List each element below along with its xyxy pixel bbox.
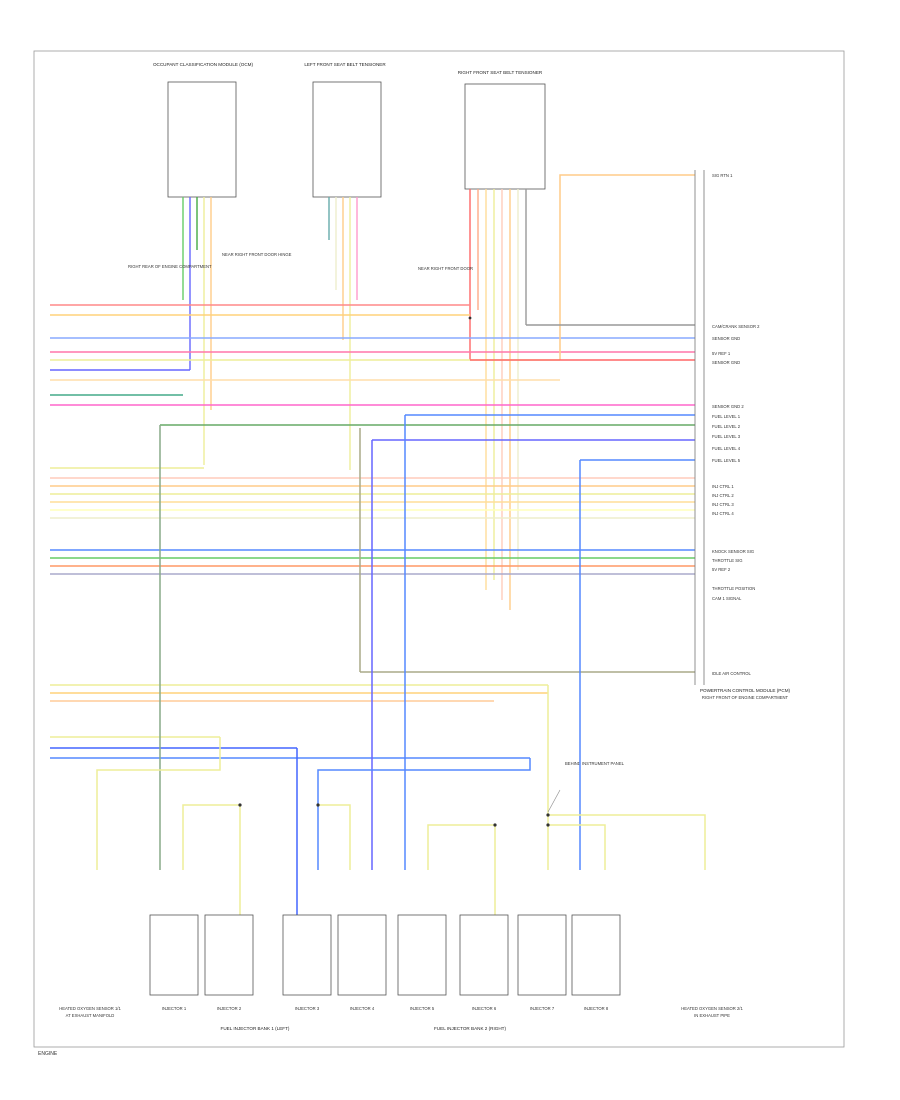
component-sublabel: IN EXHAUST PIPE — [694, 1013, 730, 1018]
pcm-pin-label: CAM 1 SIGNAL — [712, 596, 742, 601]
bank-label-left: FUEL INJECTOR BANK 1 (LEFT) — [221, 1026, 290, 1031]
pcm-pin-label: KNOCK SENSOR SIG — [712, 549, 754, 554]
bottom-drop-wires — [96, 737, 706, 915]
component-label: INJECTOR 2 — [217, 1006, 242, 1011]
pcm-pin-label: CAM/CRANK SENSOR 2 — [712, 324, 760, 329]
pcm-module-label: POWERTRAIN CONTROL MODULE (PCM) — [700, 688, 791, 693]
pcm-pin-label: SENSOR GND — [712, 360, 740, 365]
diagram-frame — [33, 50, 845, 1048]
top-connector-left-label: OCCUPANT CLASSIFICATION MODULE (OCM) — [153, 62, 254, 67]
component-label: INJECTOR 3 — [295, 1006, 320, 1011]
component-sublabel: AT EXHAUST MANIFOLD — [66, 1013, 115, 1018]
pcm-connector — [694, 170, 705, 685]
pcm-pin-label: 5V REF 2 — [712, 567, 731, 572]
top-connector-left: OCCUPANT CLASSIFICATION MODULE (OCM) — [153, 62, 254, 198]
pcm-pin-labels: SIG RTN 1 CAM/CRANK SENSOR 2 SENSOR GND … — [712, 173, 760, 676]
component-label: INJECTOR 4 — [350, 1006, 375, 1011]
component-label: INJECTOR 6 — [472, 1006, 497, 1011]
pcm-pin-label: THROTTLE SIG — [712, 558, 742, 563]
splice-label-4: BEHIND INSTRUMENT PANEL — [565, 761, 625, 766]
component-label: HEATED OXYGEN SENSOR 2/1 — [681, 1006, 743, 1011]
pcm-pin-label: FUEL LEVEL 1 — [712, 414, 741, 419]
bottom-component-labels: HEATED OXYGEN SENSOR 1/1 AT EXHAUST MANI… — [59, 1006, 743, 1018]
pcm-pin-label: INJ CTRL 1 — [712, 484, 734, 489]
top-connector-mid: LEFT FRONT SEAT BELT TENSIONER — [304, 62, 386, 198]
pcm-pin-label: 5V REF 1 — [712, 351, 731, 356]
component-label: INJECTOR 7 — [530, 1006, 555, 1011]
component-label: INJECTOR 5 — [410, 1006, 435, 1011]
pcm-pin-label: INJ CTRL 3 — [712, 502, 734, 507]
pcm-pin-label: SENSOR GND 2 — [712, 404, 744, 409]
pcm-pin-label: INJ CTRL 2 — [712, 493, 734, 498]
pcm-pin-label: INJ CTRL 4 — [712, 511, 734, 516]
splice-label-3: NEAR RIGHT FRONT DOOR — [418, 266, 473, 271]
pcm-pin-label: SENSOR GND — [712, 336, 740, 341]
splice-dots — [238, 316, 550, 827]
pcm-pin-label: FUEL LEVEL 3 — [712, 434, 741, 439]
pcm-pin-label: IDLE AIR CONTROL — [712, 671, 752, 676]
splice-label-2: NEAR RIGHT FRONT DOOR HINGE — [222, 252, 292, 257]
top-connector-right: RIGHT FRONT SEAT BELT TENSIONER — [458, 70, 546, 190]
bank-label-right: FUEL INJECTOR BANK 2 (RIGHT) — [434, 1026, 506, 1031]
splice-label-1: RIGHT REAR OF ENGINE COMPARTMENT — [128, 264, 212, 269]
pcm-pin-label: FUEL LEVEL 2 — [712, 424, 741, 429]
top-connector-right-label: RIGHT FRONT SEAT BELT TENSIONER — [458, 70, 543, 75]
pcm-pin-label: FUEL LEVEL 5 — [712, 458, 741, 463]
pcm-pin-label: THROTTLE POSITION — [712, 586, 755, 591]
component-label: INJECTOR 8 — [584, 1006, 609, 1011]
diagram-footer: ENGINE — [38, 1051, 58, 1057]
top-connector-mid-label: LEFT FRONT SEAT BELT TENSIONER — [304, 62, 386, 67]
component-label: HEATED OXYGEN SENSOR 1/1 — [59, 1006, 121, 1011]
pcm-pin-label: SIG RTN 1 — [712, 173, 733, 178]
component-label: INJECTOR 1 — [162, 1006, 187, 1011]
pcm-feed-wires — [159, 174, 695, 870]
bottom-components — [149, 914, 621, 996]
pcm-module-sublabel: RIGHT FRONT OF ENGINE COMPARTMENT — [702, 695, 789, 700]
pcm-pin-label: FUEL LEVEL 4 — [712, 446, 741, 451]
